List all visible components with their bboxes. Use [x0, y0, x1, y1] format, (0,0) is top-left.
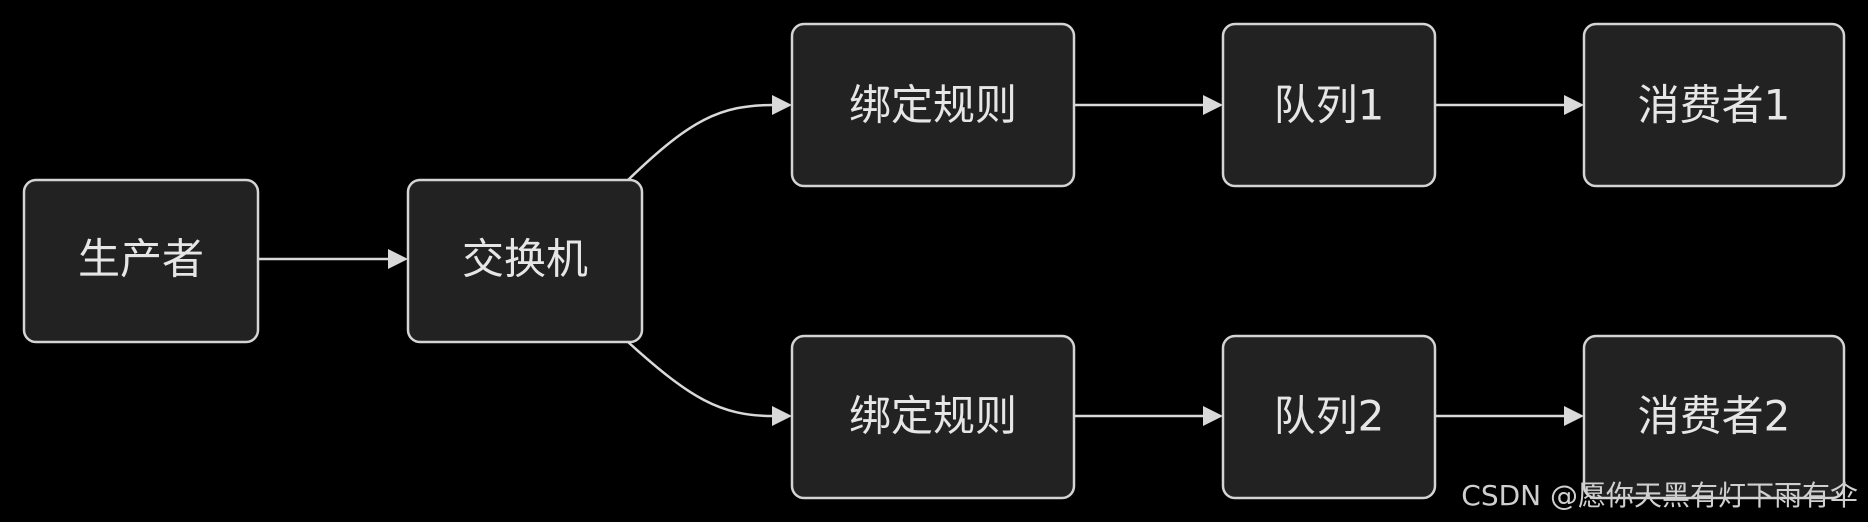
node-producer: 生产者: [22, 178, 260, 344]
edge-exchange-binding2: [627, 341, 774, 418]
node-consumer-1-label: 消费者1: [1638, 81, 1791, 130]
node-exchange: 交换机: [406, 178, 644, 344]
arrowhead-producer-exchange: [388, 249, 408, 269]
arrowhead-binding1-queue1: [1203, 95, 1223, 115]
node-queue-1: 队列1: [1221, 22, 1437, 188]
csdn-watermark: CSDN @愿你天黑有灯下雨有伞: [1461, 479, 1858, 512]
edges: [258, 95, 1584, 426]
node-queue-1-label: 队列1: [1274, 81, 1385, 130]
node-binding-rule-2-label: 绑定规则: [849, 392, 1017, 441]
node-binding-rule-1: 绑定规则: [790, 22, 1076, 188]
arrowhead-exchange-binding1: [772, 95, 792, 115]
edge-exchange-binding1: [627, 103, 774, 181]
arrowhead-queue2-consumer2: [1564, 406, 1584, 426]
node-queue-2: 队列2: [1221, 334, 1437, 500]
arrowhead-binding2-queue2: [1203, 406, 1223, 426]
node-binding-rule-1-label: 绑定规则: [849, 81, 1017, 130]
node-producer-label: 生产者: [78, 235, 204, 284]
arrowhead-queue1-consumer1: [1564, 95, 1584, 115]
node-consumer-1: 消费者1: [1582, 22, 1846, 188]
node-exchange-label: 交换机: [462, 235, 588, 284]
node-consumer-2: 消费者2: [1582, 334, 1846, 500]
node-queue-2-label: 队列2: [1274, 392, 1385, 441]
node-consumer-2-label: 消费者2: [1638, 392, 1791, 441]
arrowhead-exchange-binding2: [772, 406, 792, 426]
node-binding-rule-2: 绑定规则: [790, 334, 1076, 500]
